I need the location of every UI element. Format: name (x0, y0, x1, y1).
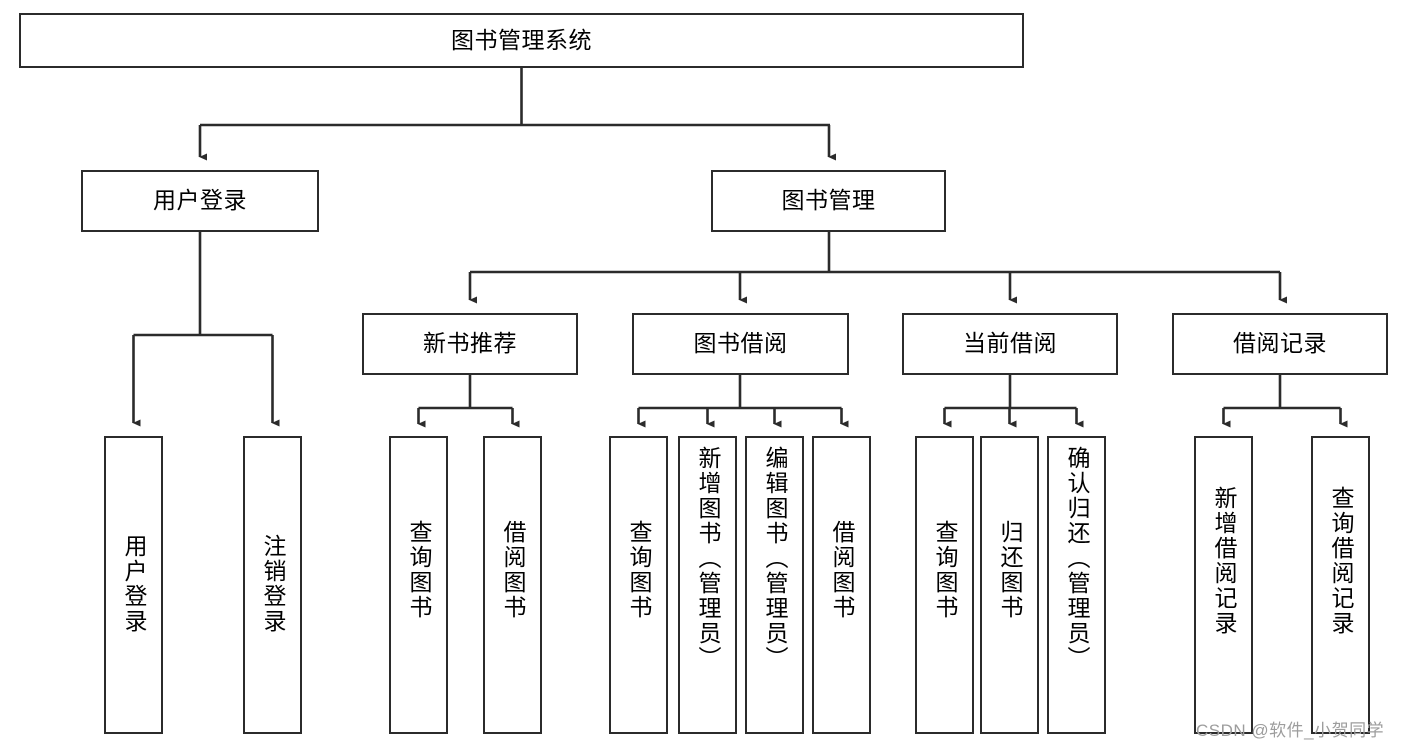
leaf-query-book-2-label: 查询图书 (626, 520, 652, 620)
leaf-add-borrow-record[interactable]: 新增借阅记录 (1194, 436, 1253, 734)
leaf-edit-book-admin-label: 编辑图书（管理员） (762, 446, 788, 671)
leaf-borrow-book-2[interactable]: 借阅图书 (812, 436, 871, 734)
leaf-query-book-3-label: 查询图书 (932, 520, 958, 620)
watermark-csdn: CSDN @软件_小贺同学 (1196, 716, 1384, 741)
node-current-borrow-label: 当前借阅 (963, 330, 1057, 357)
node-book-borrow-label: 图书借阅 (693, 330, 788, 357)
node-borrow-record-label: 借阅记录 (1233, 330, 1327, 357)
leaf-query-book-1[interactable]: 查询图书 (389, 436, 448, 734)
leaf-logout-label: 注销登录 (260, 534, 286, 634)
leaf-return-book-label: 归还图书 (997, 520, 1023, 620)
node-new-book-recommend-label: 新书推荐 (423, 330, 517, 357)
leaf-query-borrow-record[interactable]: 查询借阅记录 (1311, 436, 1370, 734)
leaf-user-login[interactable]: 用户登录 (104, 436, 163, 734)
leaf-query-book-1-label: 查询图书 (406, 520, 432, 620)
leaf-logout[interactable]: 注销登录 (243, 436, 302, 734)
leaf-query-book-2[interactable]: 查询图书 (609, 436, 668, 734)
leaf-add-borrow-record-label: 新增借阅记录 (1211, 486, 1237, 636)
leaf-add-book-admin[interactable]: 新增图书（管理员） (678, 436, 737, 734)
node-new-book-recommend[interactable]: 新书推荐 (362, 313, 578, 375)
leaf-confirm-return-admin-label: 确认归还（管理员） (1064, 446, 1090, 671)
node-book-borrow[interactable]: 图书借阅 (632, 313, 849, 375)
leaf-return-book[interactable]: 归还图书 (980, 436, 1039, 734)
watermark-text: CSDN @软件_小贺同学 (1196, 721, 1385, 740)
leaf-edit-book-admin[interactable]: 编辑图书（管理员） (745, 436, 804, 734)
node-root-label: 图书管理系统 (451, 26, 592, 53)
leaf-query-borrow-record-label: 查询借阅记录 (1328, 486, 1354, 636)
leaf-user-login-label: 用户登录 (121, 534, 147, 634)
leaf-borrow-book-1[interactable]: 借阅图书 (483, 436, 542, 734)
node-user-login[interactable]: 用户登录 (81, 170, 319, 232)
node-user-login-label: 用户登录 (153, 187, 247, 214)
leaf-borrow-book-1-label: 借阅图书 (500, 520, 526, 620)
leaf-add-book-admin-label: 新增图书（管理员） (695, 446, 721, 671)
node-book-manage-label: 图书管理 (781, 187, 876, 214)
node-borrow-record[interactable]: 借阅记录 (1172, 313, 1388, 375)
leaf-confirm-return-admin[interactable]: 确认归还（管理员） (1047, 436, 1106, 734)
node-root[interactable]: 图书管理系统 (19, 13, 1024, 68)
leaf-query-book-3[interactable]: 查询图书 (915, 436, 974, 734)
leaf-borrow-book-2-label: 借阅图书 (829, 520, 855, 620)
node-current-borrow[interactable]: 当前借阅 (902, 313, 1118, 375)
node-book-manage[interactable]: 图书管理 (711, 170, 946, 232)
